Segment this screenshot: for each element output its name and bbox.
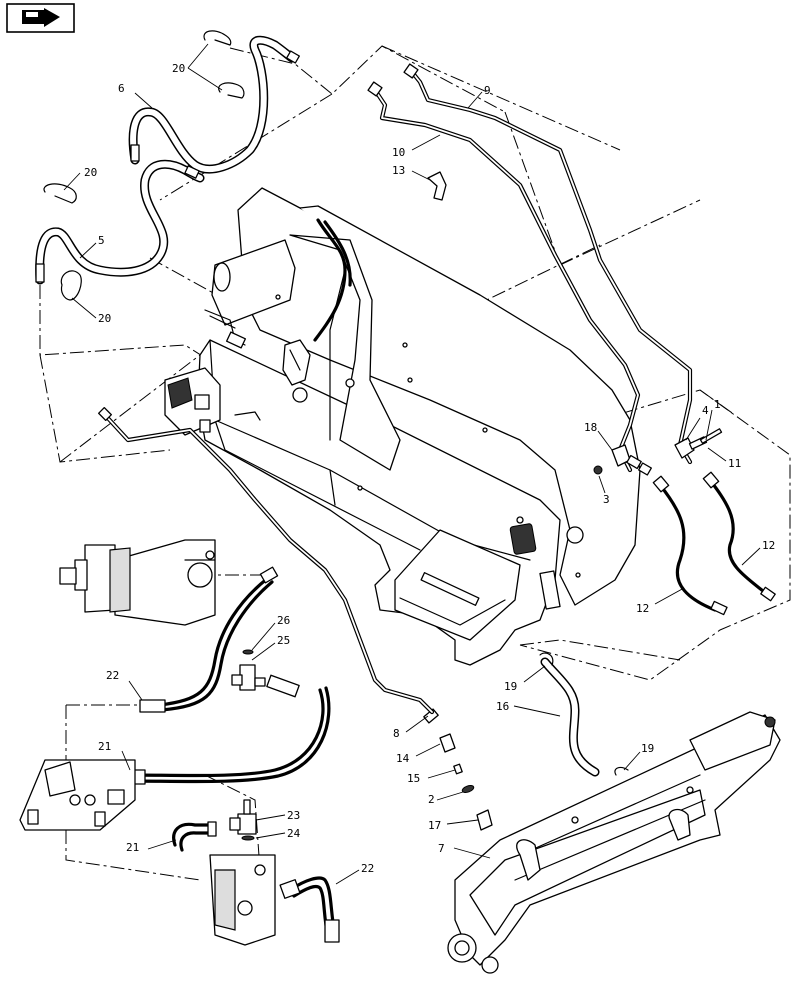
callout-24: 24 [255,827,301,840]
hose-22-upper [139,566,279,713]
svg-text:24: 24 [287,827,301,840]
svg-text:26: 26 [277,614,290,627]
svg-text:1: 1 [714,398,721,411]
hose-16 [539,652,629,777]
callout-14: 14 [396,743,441,765]
callout-16: 16 [496,700,561,717]
callout-15: 15 [407,769,456,785]
svg-text:9: 9 [484,84,491,97]
callout-labels: 1 2 3 4 5 6 7 8 9 10 11 12 12 13 14 15 1… [63,43,775,885]
hoses-12 [652,471,776,616]
svg-text:14: 14 [396,752,410,765]
svg-text:18: 18 [584,421,597,434]
tee-fitting-25 [231,649,266,691]
callout-18: 18 [584,421,613,451]
clamp-20-left [43,183,77,204]
tube-8 [97,406,435,715]
svg-text:5: 5 [98,234,105,247]
tube-10 [367,81,641,473]
callout-21b: 21 [126,839,177,854]
clamp-20-bottom [60,270,82,301]
svg-text:22: 22 [361,862,374,875]
hose-21 [119,674,331,785]
svg-text:21: 21 [98,740,111,753]
svg-text:23: 23 [287,809,300,822]
callout-1: 1 [705,398,721,441]
callout-7: 7 [438,842,491,859]
svg-text:7: 7 [438,842,445,855]
callout-22a: 22 [106,669,143,701]
svg-text:6: 6 [118,82,125,95]
svg-text:19: 19 [504,680,517,693]
svg-text:25: 25 [277,634,290,647]
hose-5 [35,159,205,285]
svg-text:20: 20 [98,312,111,325]
hose-6 [128,35,300,174]
loader-arm [197,187,641,666]
svg-text:16: 16 [496,700,509,713]
callout-12b: 12 [636,587,685,615]
callout-4: 4 [685,404,709,441]
callout-5: 5 [79,234,105,259]
svg-text:15: 15 [407,772,420,785]
svg-text:21: 21 [126,841,139,854]
callout-21a: 21 [98,740,131,771]
attach-plate-7 [447,711,781,974]
svg-text:20: 20 [84,166,97,179]
svg-text:19: 19 [641,742,654,755]
svg-text:10: 10 [392,146,405,159]
svg-text:8: 8 [393,727,400,740]
svg-text:17: 17 [428,819,441,832]
callout-22b: 22 [335,862,374,885]
svg-text:13: 13 [392,164,405,177]
callout-19a: 19 [504,665,546,693]
svg-text:20: 20 [172,62,185,75]
callout-20a: 20 [172,43,223,91]
next-page-arrow-icon[interactable] [6,3,75,33]
callout-23: 23 [255,809,300,822]
svg-text:2: 2 [428,793,435,806]
tube-9 [403,63,693,465]
small-fittings [423,708,493,831]
callout-17: 17 [428,819,479,832]
svg-text:12: 12 [636,602,649,615]
svg-text:12: 12 [762,539,775,552]
callout-8: 8 [393,715,429,740]
callout-13: 13 [392,164,431,181]
callout-2: 2 [428,791,464,806]
svg-text:22: 22 [106,669,119,682]
valve-assembly-left [19,759,136,831]
pump-bottom [209,854,276,946]
fittings-right [593,428,723,476]
elbow-fitting-21 [172,821,217,852]
callout-12a: 12 [741,539,775,566]
hose-22-lower [279,876,340,943]
svg-text:4: 4 [702,404,709,417]
callout-26: 26 [251,614,290,651]
callout-11: 11 [707,447,741,470]
callout-19b: 19 [623,742,654,771]
callout-10: 10 [392,134,441,159]
callout-3: 3 [598,475,610,506]
callout-20c: 20 [71,297,111,325]
clamp-20-top [203,30,245,99]
callout-20b: 20 [63,166,97,191]
callout-9: 9 [467,84,491,109]
pump-top [59,539,216,626]
svg-text:3: 3 [603,493,610,506]
svg-text:11: 11 [728,457,741,470]
callout-6: 6 [118,82,153,109]
control-valve-block [164,367,221,436]
callout-25: 25 [251,634,290,661]
clip-13 [427,171,447,201]
tee-fitting-23 [229,799,257,841]
